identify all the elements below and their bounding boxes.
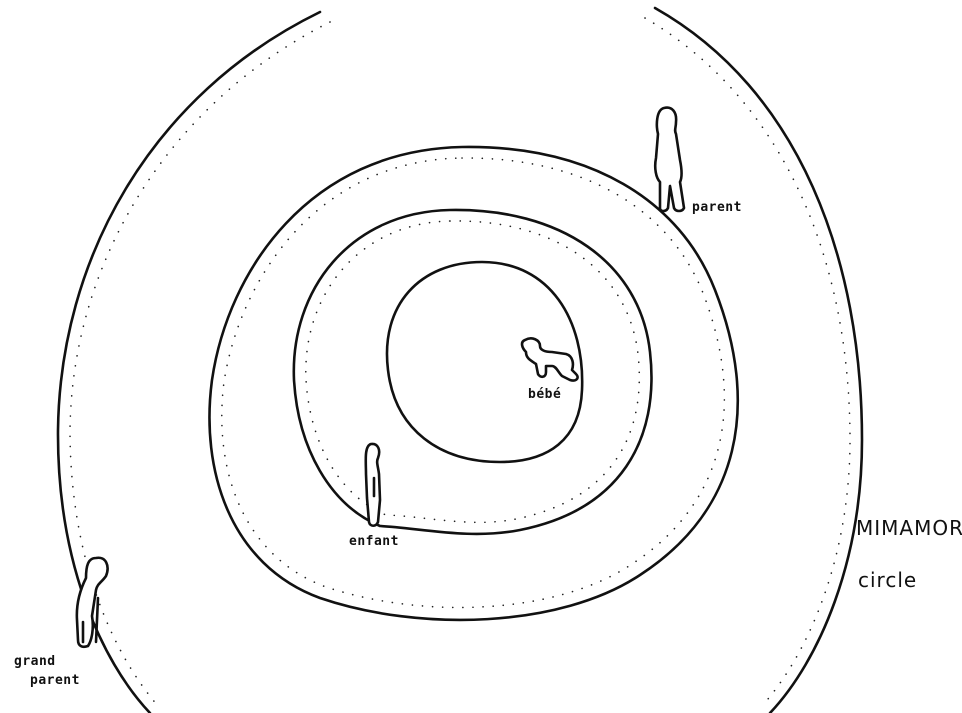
ring-grandparent-dots	[70, 22, 330, 706]
ring-enfant-dots	[306, 221, 640, 522]
enfant-label: enfant	[349, 534, 399, 549]
ring-parent-dots	[222, 158, 725, 607]
ring-enfant	[294, 210, 652, 534]
title-line1: MIMAMORU	[856, 516, 962, 540]
bebe-icon	[522, 338, 578, 380]
parent-label: parent	[692, 200, 742, 215]
title-line2: circle	[858, 568, 917, 592]
bebe-figure	[522, 338, 578, 380]
parent-figure	[655, 108, 684, 211]
grandparent-label-line2: parent	[30, 673, 80, 688]
grandparent-figure	[77, 558, 108, 647]
enfant-figure	[366, 444, 380, 526]
grandparent-label-line1: grand	[14, 654, 56, 669]
grandparent-icon	[77, 558, 108, 647]
parent-icon	[655, 108, 684, 211]
ring-parent	[209, 147, 737, 620]
ring-grandparent-right	[655, 8, 862, 713]
bebe-label: bébé	[528, 387, 561, 402]
